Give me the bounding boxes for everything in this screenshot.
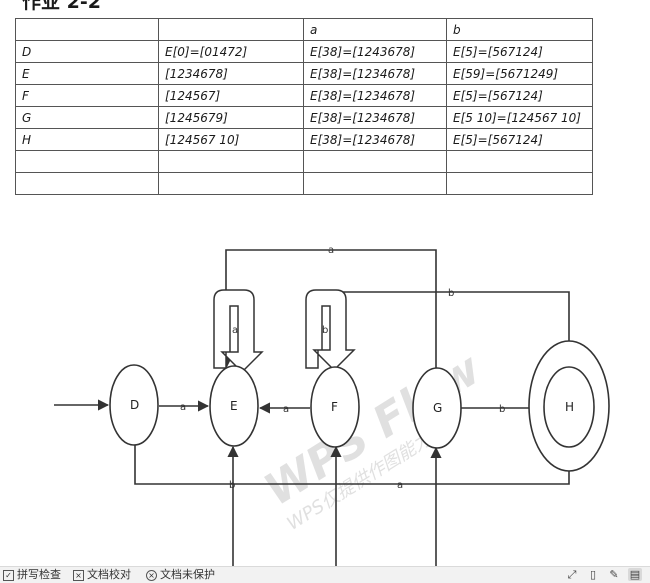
- table-row: E [1234678] E[38]=[1234678] E[59]=[56712…: [15, 62, 593, 85]
- state-node-e: E: [209, 365, 259, 447]
- edit-pen-icon: ✎: [609, 568, 619, 581]
- spell-check-icon: ✓: [3, 569, 14, 581]
- table-cell: E[38]=[1234678]: [303, 62, 447, 85]
- self-loop-f: [305, 289, 356, 372]
- edge-label-f-to-e: a: [283, 404, 289, 415]
- state-node-f: F: [310, 366, 360, 448]
- table-row: [15, 172, 593, 195]
- edge-label-bottom-e: b: [229, 480, 235, 491]
- document-protection-button[interactable]: × 文档未保护: [146, 567, 215, 583]
- edge-label-g-to-h: b: [499, 404, 505, 415]
- table-cell: E[38]=[1234678]: [303, 106, 447, 129]
- edge-label-bottom-d-to-h: a: [397, 480, 403, 491]
- self-loop-e: [213, 289, 264, 374]
- table-cell: [1234678]: [158, 62, 304, 85]
- page-view-button[interactable]: ▤: [628, 568, 642, 581]
- watermark: WPS Flow WPS仅提供作图能力: [256, 343, 490, 534]
- proofread-button[interactable]: × 文档校对: [73, 567, 131, 583]
- table-cell: E[38]=[1234678]: [303, 84, 447, 107]
- state-label-e: E: [230, 399, 238, 413]
- edge-label-d-to-e: a: [180, 402, 186, 413]
- fullscreen-button[interactable]: ⤢: [565, 568, 579, 581]
- state-node-h-accepting: H: [528, 340, 610, 472]
- state-node-d: D: [109, 364, 159, 446]
- edge-label-top-h-to-f: b: [448, 288, 454, 299]
- fullscreen-icon: ⤢: [567, 568, 577, 581]
- state-label-g: G: [433, 401, 442, 415]
- edge-bottom-d-to-h: [134, 445, 570, 485]
- table-cell: E[5]=[567124]: [446, 128, 593, 151]
- spell-check-button[interactable]: ✓ 拼写检查: [3, 567, 61, 583]
- unprotected-icon: ×: [146, 569, 157, 581]
- state-label-d: D: [130, 398, 139, 412]
- edge-label-f-loop: b: [322, 325, 328, 336]
- table-row: [15, 150, 593, 173]
- table-cell: E[5]=[567124]: [446, 84, 593, 107]
- table-cell: E[38]=[1234678]: [303, 128, 447, 151]
- table-cell: E[5 10]=[124567 10]: [446, 106, 593, 129]
- table-header-row: a b: [15, 18, 593, 41]
- table-cell: [124567]: [158, 84, 304, 107]
- automaton-diagram: WPS Flow WPS仅提供作图能力 a b a b a a b a b D …: [54, 245, 610, 566]
- proofread-label: 文档校对: [87, 568, 131, 581]
- state-label-f: F: [331, 400, 338, 414]
- page-view-icon: ▤: [629, 568, 641, 581]
- document-protection-label: 文档未保护: [160, 568, 215, 581]
- table-cell: [446, 172, 593, 195]
- status-bar: ✓ 拼写检查 × 文档校对 × 文档未保护 ⤢ ▯ ✎ ▤: [0, 566, 650, 583]
- table-row: H [124567 10] E[38]=[1234678] E[5]=[5671…: [15, 128, 593, 151]
- spell-check-label: 拼写检查: [17, 568, 61, 581]
- proofread-icon: ×: [73, 569, 84, 581]
- document-title: 作业 2-2: [22, 0, 101, 13]
- state-transition-table: a b D E[0]=[01472] E[38]=[1243678] E[5]=…: [15, 18, 593, 195]
- edit-pen-button[interactable]: ✎: [607, 568, 621, 581]
- table-row: F [124567] E[38]=[1234678] E[5]=[567124]: [15, 84, 593, 107]
- table-cell: E[0]=[01472]: [158, 40, 304, 63]
- reading-mode-button[interactable]: ▯: [586, 568, 600, 581]
- edge-label-e-loop: a: [232, 325, 238, 336]
- state-label-h: H: [565, 400, 574, 414]
- table-cell: E[5]=[567124]: [446, 40, 593, 63]
- table-row: G [1245679] E[38]=[1234678] E[5 10]=[124…: [15, 106, 593, 129]
- reading-mode-icon: ▯: [589, 568, 597, 581]
- state-node-g: G: [412, 367, 462, 449]
- edge-label-top-g-to-e: a: [328, 245, 334, 256]
- table-row: D E[0]=[01472] E[38]=[1243678] E[5]=[567…: [15, 40, 593, 63]
